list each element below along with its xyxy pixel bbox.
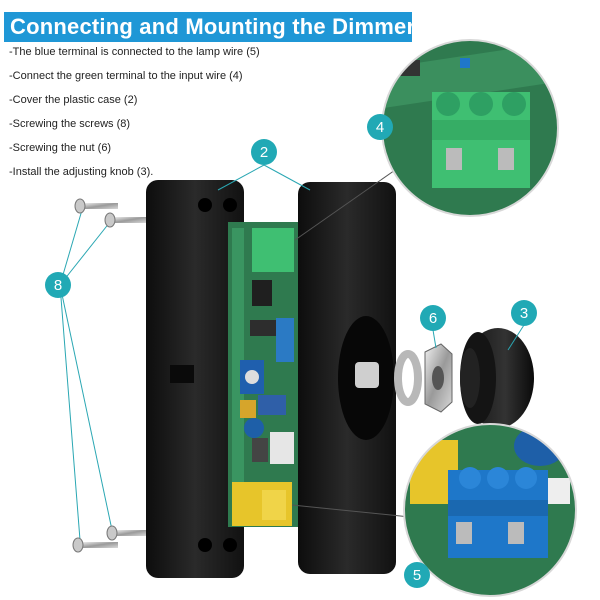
washer [394, 350, 422, 406]
blue-terminal-zoom [403, 423, 577, 597]
callout-3-label: 3 [520, 305, 528, 322]
page-title: Connecting and Mounting the Dimmer [10, 14, 416, 39]
callout-screws-8: 8 [45, 272, 71, 298]
callout-blue-terminal-5: 5 [404, 562, 430, 588]
step-6: -Install the adjusting knob (3). [9, 166, 154, 178]
callout-4-label: 4 [376, 119, 384, 136]
green-terminal-zoom [381, 39, 559, 217]
callout-5-label: 5 [413, 567, 421, 584]
nut [424, 343, 453, 413]
screw-leader-lines [59, 209, 113, 541]
back-case [146, 180, 244, 578]
callout-case-2: 2 [217, 139, 311, 191]
screw-top-2 [104, 212, 146, 228]
step-4: -Screwing the screws (8) [9, 118, 131, 130]
step-3: -Cover the plastic case (2) [9, 94, 138, 106]
screw-bottom-1 [72, 537, 118, 553]
step-5: -Screwing the nut (6) [9, 142, 112, 154]
callout-nut-6: 6 [420, 305, 446, 349]
adjusting-knob [460, 328, 534, 428]
callout-8-label: 8 [54, 277, 62, 294]
callout-knob-3: 3 [507, 300, 537, 351]
callout-2-label: 2 [260, 144, 268, 161]
green-terminal-on-board [252, 228, 294, 272]
callout-green-terminal-4: 4 [367, 114, 393, 140]
title-banner: Connecting and Mounting the Dimmer [4, 12, 416, 42]
pcb-board [228, 222, 300, 527]
step-2: -Connect the green terminal to the input… [9, 70, 243, 82]
potentiometer-shaft [355, 362, 379, 388]
step-1: -The blue terminal is connected to the l… [9, 46, 260, 58]
callout-6-label: 6 [429, 310, 437, 327]
screw-top-1 [74, 198, 118, 214]
screw-bottom-2 [106, 525, 146, 541]
